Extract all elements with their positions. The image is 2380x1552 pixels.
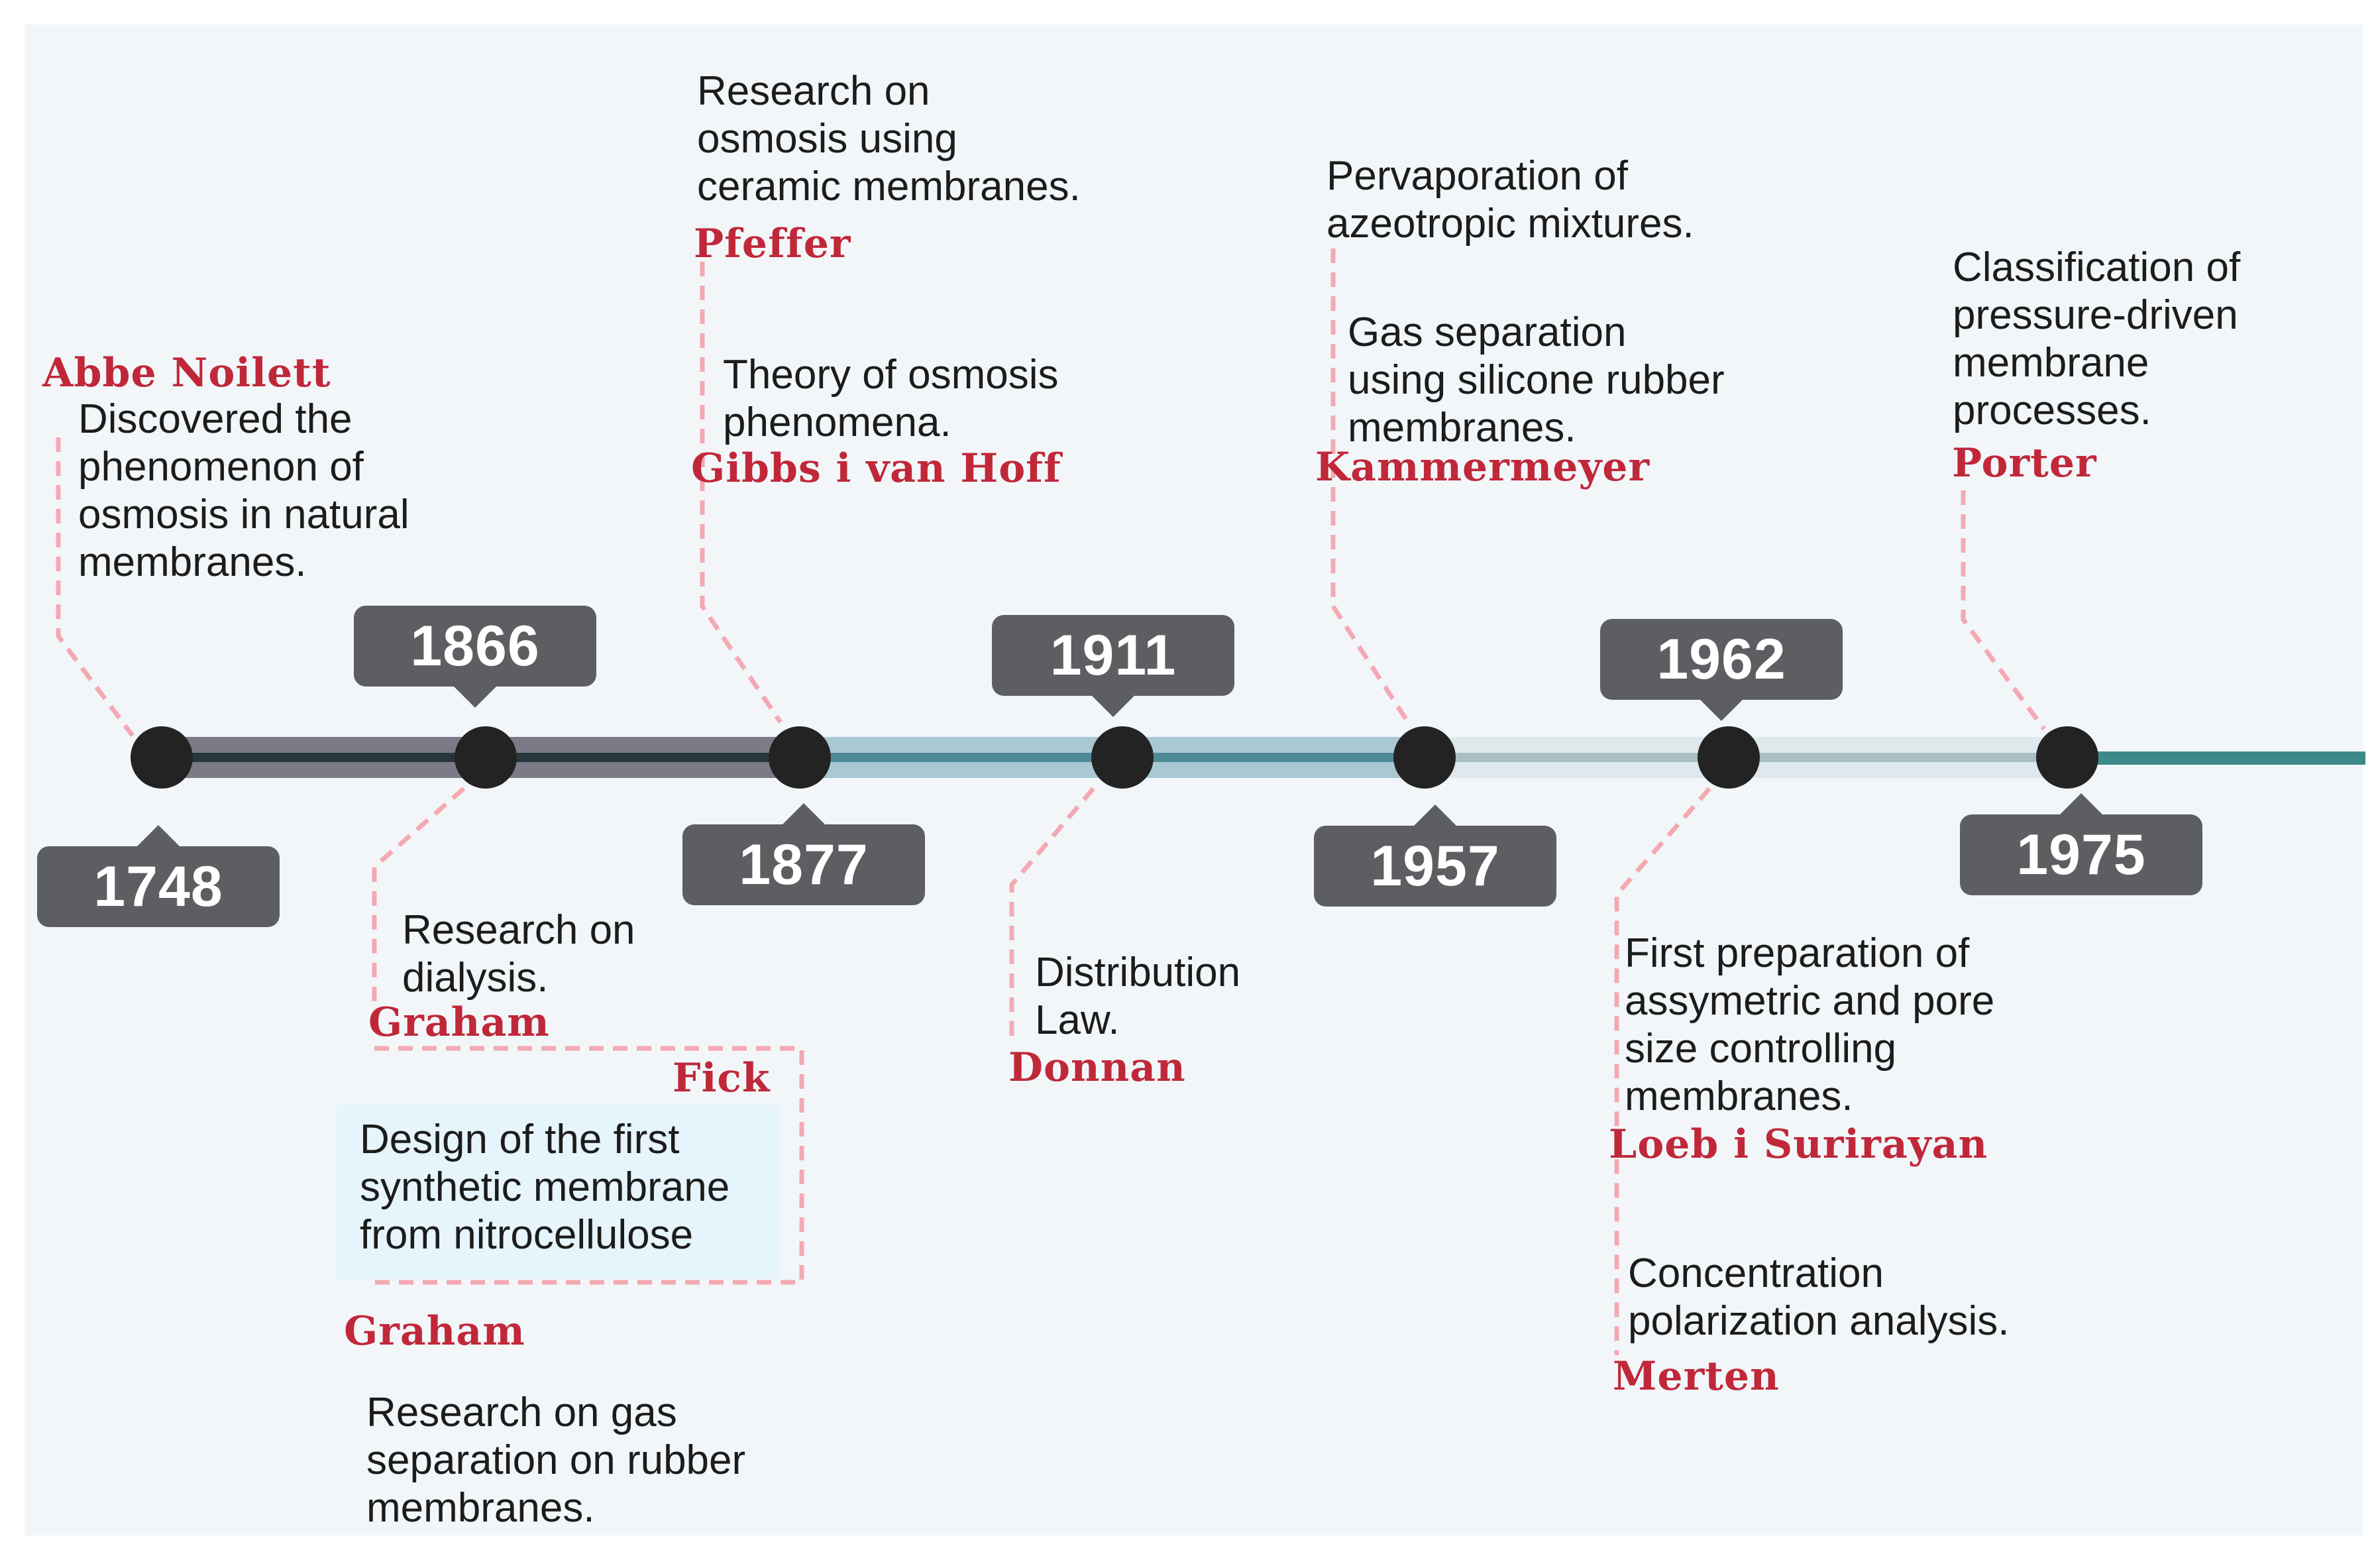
timeline-dot-1962 (1698, 726, 1760, 789)
scientist-name: Graham (368, 999, 550, 1046)
diagram-background (25, 25, 2363, 1535)
scientist-name: Kammermeyer (1315, 444, 1650, 490)
year-label: 1866 (410, 614, 540, 678)
event-description: Research on dialysis. (402, 907, 635, 1001)
timeline-segment-4 (2069, 751, 2365, 765)
scientist-name: Abbe Noilett (42, 350, 331, 396)
scientist-name: Graham (344, 1308, 525, 1355)
scientist-name: Porter (1952, 440, 2097, 486)
timeline-dot-1957 (1393, 726, 1456, 789)
event-description: First preparation of assymetric and pore… (1625, 930, 1995, 1119)
year-box-1975: 1975 (1960, 793, 2202, 895)
fick-highlight-box (337, 1105, 781, 1279)
year-box-1911: 1911 (992, 615, 1234, 717)
timeline-dot-1748 (131, 726, 193, 789)
scientist-name: Donnan (1008, 1044, 1186, 1091)
event-description: Theory of osmosis phenomena. (723, 352, 1059, 445)
scientist-name: Merten (1613, 1353, 1780, 1400)
year-box-1866: 1866 (354, 606, 596, 708)
year-label: 1962 (1656, 627, 1786, 691)
timeline-dot-1877 (769, 726, 831, 789)
event-description: Research on gas separation on rubber mem… (366, 1390, 746, 1531)
connector-1877 (700, 262, 783, 724)
year-label: 1911 (1050, 623, 1177, 687)
year-label: 1748 (93, 854, 223, 918)
year-label: 1877 (739, 832, 869, 897)
connector-1957 (1330, 249, 1410, 724)
timeline-dot-1911 (1091, 726, 1154, 789)
connector-1748 (56, 437, 135, 738)
event-description: Distribution Law. (1035, 950, 1241, 1043)
year-label: 1975 (2016, 822, 2146, 887)
year-label: 1957 (1370, 834, 1500, 898)
event-description: Design of the first synthetic membrane f… (360, 1117, 730, 1258)
year-box-1877: 1877 (682, 803, 925, 905)
event-description: Research on osmosis using ceramic membra… (697, 68, 1081, 209)
timeline-dot-1866 (455, 726, 517, 789)
scientist-name: Loeb i Surirayan (1609, 1121, 1988, 1168)
event-description: Concentration polarization analysis. (1628, 1250, 2010, 1344)
event-description: Discovered the phenomenon of osmosis in … (78, 396, 409, 585)
scientist-name: Pfeffer (694, 221, 851, 267)
event-description: Gas separation using silicone rubber mem… (1348, 309, 1725, 451)
connector-1911 (1009, 787, 1095, 1037)
year-box-1748: 1748 (37, 825, 280, 927)
timeline-dot-1975 (2036, 726, 2098, 789)
scientist-name: Gibbs i van Hoff (691, 445, 1061, 492)
scientist-name: Fick (673, 1055, 771, 1101)
year-box-1962: 1962 (1600, 619, 1843, 721)
event-description: Classification of pressure-driven membra… (1953, 245, 2241, 433)
connector-1975 (1961, 490, 2046, 731)
year-box-1957: 1957 (1314, 804, 1556, 907)
event-description: Pervaporation of azeotropic mixtures. (1326, 153, 1694, 247)
